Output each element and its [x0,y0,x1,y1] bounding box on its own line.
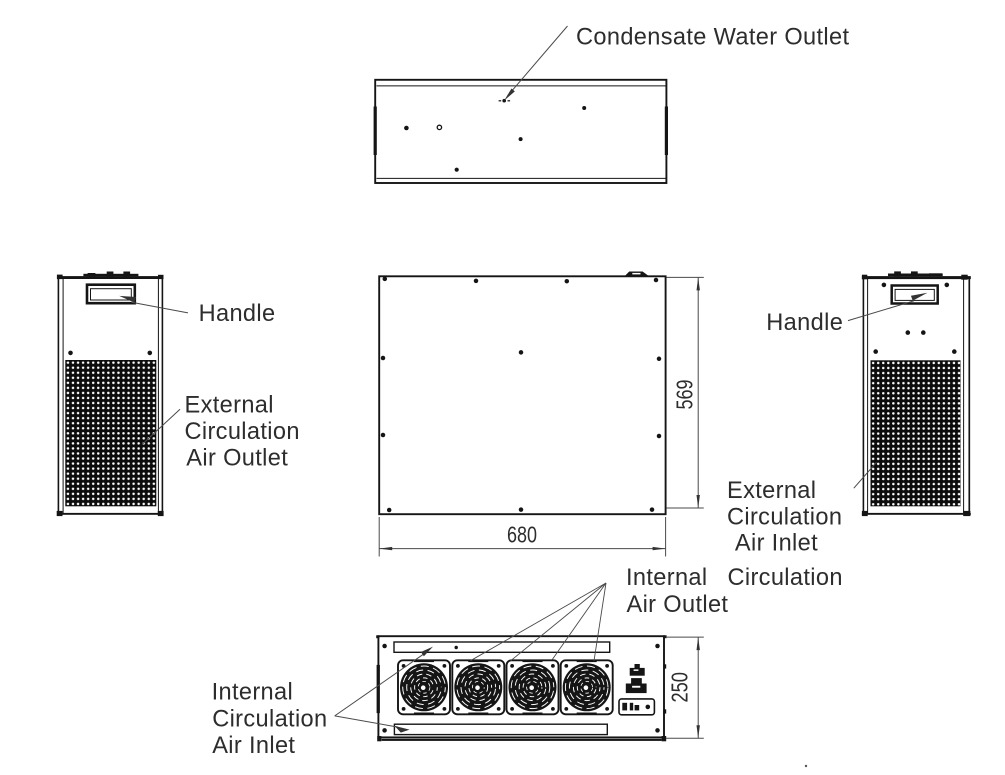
svg-text:250: 250 [667,672,693,703]
svg-text:Air Outlet: Air Outlet [186,446,288,472]
svg-text:Air Inlet: Air Inlet [212,733,295,759]
svg-text:Air Outlet: Air Outlet [627,592,729,618]
svg-text:Circulation: Circulation [728,565,843,591]
svg-text:External: External [727,478,816,504]
svg-text:680: 680 [507,522,537,548]
svg-text:Handle: Handle [766,310,843,336]
svg-text:569: 569 [671,380,697,410]
svg-text:Internal: Internal [626,565,708,591]
svg-text:Handle: Handle [199,301,276,327]
svg-text:Air Inlet: Air Inlet [735,531,818,557]
svg-text:Circulation: Circulation [727,505,842,531]
svg-text:Condensate Water Outlet: Condensate Water Outlet [576,25,849,51]
svg-text:Circulation: Circulation [212,706,327,732]
svg-text:External: External [185,393,274,419]
svg-text:Internal: Internal [212,680,294,706]
svg-text:Circulation: Circulation [185,419,300,445]
